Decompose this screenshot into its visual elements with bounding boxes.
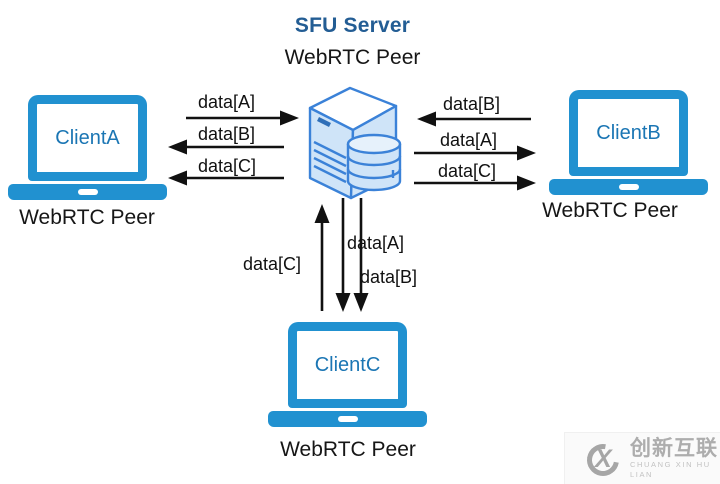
laptop-notch: [337, 416, 358, 422]
watermark-brand-sub: CHUANG XIN HU LIAN: [630, 459, 711, 479]
watermark: X 创新互联 CHUANG XIN HU LIAN: [564, 432, 720, 484]
arrow-server-to-clientC-1: [335, 198, 351, 312]
edge-label-bottom-dataA: data[A]: [347, 233, 405, 253]
edge-label-bottom-dataC: data[C]: [243, 254, 302, 274]
watermark-text: 创新互联 CHUANG XIN HU LIAN: [630, 436, 720, 480]
laptop-notch: [618, 184, 639, 190]
clientB-label: ClientB: [596, 121, 661, 144]
arrow-server-to-clientB-2: [414, 175, 536, 191]
laptop-notch: [77, 189, 98, 195]
edge-label-left-dataC: data[C]: [198, 156, 257, 176]
arrow-clientB-to-server: [417, 111, 531, 127]
edge-label-bottom-dataB: data[B]: [360, 267, 418, 287]
clientC-laptop-icon: ClientC: [288, 322, 407, 408]
clientA-laptop-icon: ClientA: [28, 95, 147, 181]
clientC-label: ClientC: [314, 353, 381, 376]
arrow-server-to-clientA-1: [168, 139, 284, 155]
watermark-brand: 创新互联: [630, 436, 718, 460]
edge-label-right-dataC: data[C]: [438, 161, 497, 181]
edge-label-left-dataB: data[B]: [198, 124, 256, 144]
clientA-caption: WebRTC Peer: [19, 206, 155, 229]
clientC-caption: WebRTC Peer: [280, 438, 416, 461]
edge-label-right-dataA: data[A]: [440, 130, 498, 150]
clientC-node: ClientC: [268, 322, 427, 427]
clientB-laptop-icon: ClientB: [569, 90, 688, 176]
edge-label-right-dataB: data[B]: [443, 94, 501, 114]
sfu-server-subtitle: WebRTC Peer: [284, 46, 421, 69]
server-database-icon: [308, 86, 402, 200]
arrow-server-to-clientB-1: [414, 145, 536, 161]
clientA-node: ClientA: [8, 95, 167, 200]
edge-label-left-dataA: data[A]: [198, 92, 256, 112]
arrow-clientC-to-server: [314, 204, 330, 311]
sfu-server-title: SFU Server: [294, 14, 411, 37]
clientB-laptop-base: [549, 179, 708, 195]
clientA-label: ClientA: [55, 126, 120, 149]
clientB-node: ClientB: [549, 90, 708, 195]
cx-circle-x-logo-icon: X: [580, 437, 626, 482]
logo-x: X: [595, 444, 612, 473]
clientA-laptop-base: [8, 184, 167, 200]
clientB-caption: WebRTC Peer: [542, 199, 678, 222]
arrow-server-to-clientC-2: [353, 198, 369, 312]
clientC-laptop-base: [268, 411, 427, 427]
arrow-server-to-clientA-2: [168, 170, 284, 186]
arrow-clientA-to-server: [186, 110, 299, 126]
